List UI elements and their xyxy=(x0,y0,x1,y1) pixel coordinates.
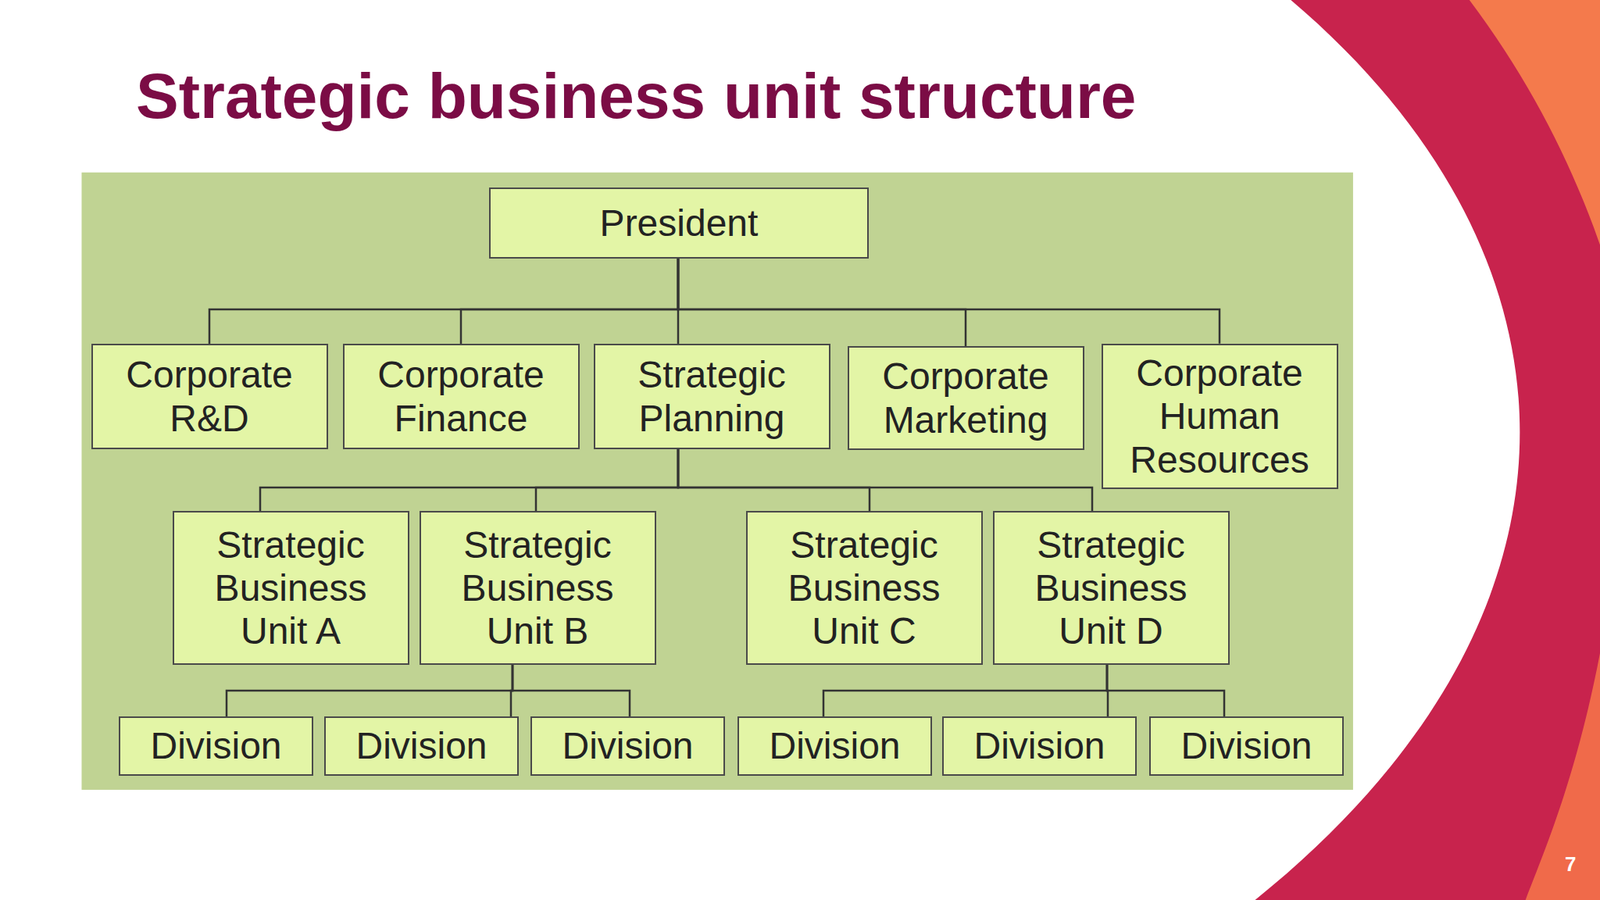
org-box: Division xyxy=(118,716,314,776)
org-connector xyxy=(226,664,513,717)
org-connector xyxy=(260,449,679,511)
box-label: Strategic Business Unit D xyxy=(1000,523,1222,654)
org-box: Strategic Planning xyxy=(593,343,831,450)
box-label: Division xyxy=(150,724,282,768)
box-label: Division xyxy=(355,724,487,768)
org-connector xyxy=(678,449,870,511)
box-label: Corporate Marketing xyxy=(855,354,1077,441)
box-label: Division xyxy=(561,724,693,768)
org-connector xyxy=(209,258,679,344)
diagram-panel xyxy=(81,172,1353,790)
slide-title: Strategic business unit structure xyxy=(135,64,1136,129)
orange-band xyxy=(1525,653,1600,900)
org-box: Corporate Human Resources xyxy=(1101,343,1339,490)
org-box: Corporate Finance xyxy=(342,343,580,450)
box-label: Division xyxy=(1180,724,1312,768)
org-connector xyxy=(1107,664,1225,717)
org-box: Strategic Business Unit B xyxy=(419,510,657,665)
org-box: Corporate R&D xyxy=(91,343,329,450)
org-box: Division xyxy=(1149,716,1344,776)
box-label: Division xyxy=(768,724,900,768)
org-box: President xyxy=(489,187,869,259)
org-box: Strategic Business Unit D xyxy=(992,510,1230,665)
org-connector xyxy=(460,258,679,344)
org-connector xyxy=(823,664,1108,717)
box-label: Corporate Finance xyxy=(350,353,572,440)
org-box: Division xyxy=(737,716,933,776)
org-box: Division xyxy=(942,716,1137,776)
box-label: Strategic Business Unit C xyxy=(753,523,975,654)
box-label: President xyxy=(600,201,759,245)
org-box: Division xyxy=(530,716,725,776)
box-label: Strategic Planning xyxy=(601,353,823,440)
org-box: Strategic Business Unit A xyxy=(172,510,410,665)
org-connector xyxy=(535,449,679,511)
org-connector xyxy=(678,449,1093,511)
org-box: Division xyxy=(324,716,519,776)
box-label: Corporate Human Resources xyxy=(1109,351,1331,482)
box-label: Division xyxy=(973,724,1105,768)
box-label: Strategic Business Unit B xyxy=(427,523,649,654)
org-box: Strategic Business Unit C xyxy=(746,510,983,665)
orange-band xyxy=(1469,0,1600,245)
org-connector xyxy=(678,258,1220,344)
org-connector xyxy=(678,258,966,347)
org-connector xyxy=(512,664,630,717)
page-number: 7 xyxy=(1564,853,1576,875)
box-label: Strategic Business Unit A xyxy=(180,523,402,654)
org-box: Corporate Marketing xyxy=(847,346,1085,450)
box-label: Corporate R&D xyxy=(99,353,321,440)
